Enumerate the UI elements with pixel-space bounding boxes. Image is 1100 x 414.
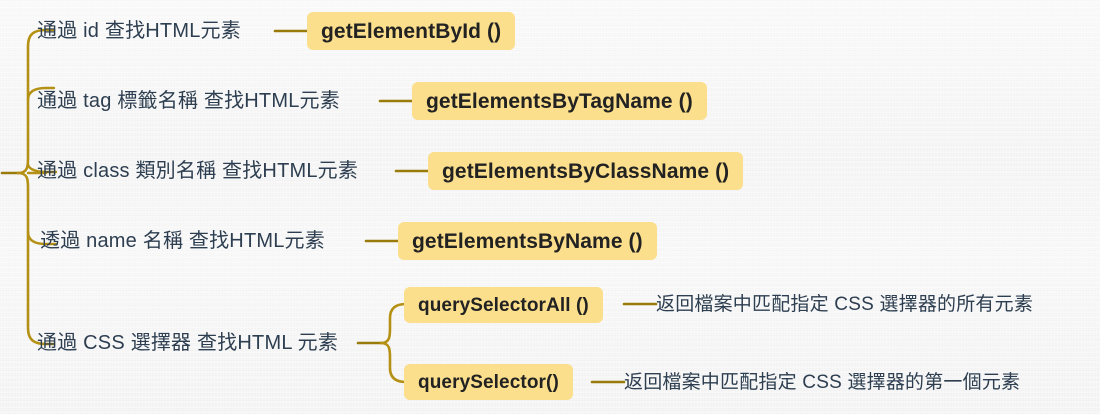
description-querySelector: 返回檔案中匹配指定 CSS 選擇器的第一個元素 [624, 372, 1021, 393]
branch-label-by-name: 透過 name 名稱 查找HTML元素 [40, 230, 325, 252]
branch-label-by-class-name: 通過 class 類別名稱 查找HTML元素 [37, 160, 359, 182]
method-chip-querySelector[interactable]: querySelector() [404, 364, 573, 400]
description-querySelectorAll: 返回檔案中匹配指定 CSS 選擇器的所有元素 [656, 294, 1034, 315]
branch-label-by-id: 通過 id 查找HTML元素 [37, 20, 241, 42]
branch-label-by-css-selector: 通過 CSS 選擇器 查找HTML 元素 [37, 332, 339, 354]
method-chip-getElementsByClassName[interactable]: getElementsByClassName () [428, 152, 744, 190]
method-chip-getElementById[interactable]: getElementById () [307, 12, 516, 50]
method-chip-getElementsByTagName[interactable]: getElementsByTagName () [412, 82, 707, 120]
brace-lower-path [16, 171, 56, 346]
branch-label-by-tag-name: 通過 tag 標籤名稱 查找HTML元素 [37, 90, 340, 112]
method-chip-querySelectorAll[interactable]: querySelectorAll () [404, 287, 603, 323]
method-chip-getElementsByName[interactable]: getElementsByName () [398, 222, 657, 260]
